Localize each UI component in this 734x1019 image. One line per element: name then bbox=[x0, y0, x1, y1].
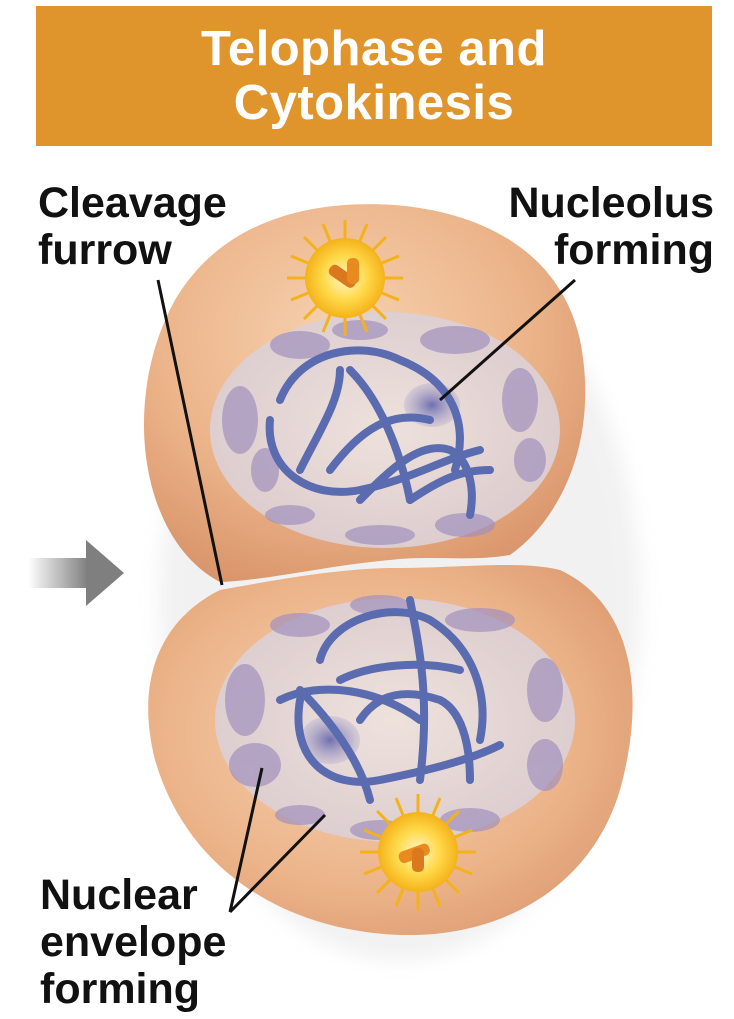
label-nuclear-envelope-line1: Nuclear bbox=[40, 872, 226, 919]
label-cleavage-furrow-line1: Cleavage bbox=[38, 180, 227, 227]
progression-arrow bbox=[28, 540, 124, 606]
label-cleavage-furrow: Cleavage furrow bbox=[38, 180, 227, 274]
label-nuclear-envelope-forming: Nuclear envelope forming bbox=[40, 872, 226, 1013]
bottom-centrosome bbox=[360, 794, 476, 910]
label-nucleolus-forming: Nucleolus forming bbox=[509, 180, 715, 274]
label-nucleolus-forming-line1: Nucleolus bbox=[509, 180, 715, 227]
top-centrosome bbox=[287, 220, 403, 336]
label-nuclear-envelope-line2: envelope bbox=[40, 919, 226, 966]
bottom-nucleus bbox=[215, 598, 575, 842]
label-nucleolus-forming-line2: forming bbox=[509, 227, 715, 274]
label-cleavage-furrow-line2: furrow bbox=[38, 227, 227, 274]
label-nuclear-envelope-line3: forming bbox=[40, 966, 226, 1013]
